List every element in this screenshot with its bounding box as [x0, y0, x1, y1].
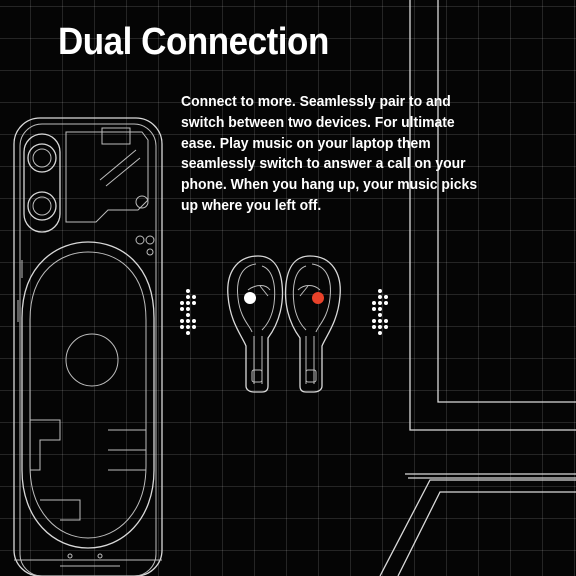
laptop-illustration [379, 0, 576, 576]
bluetooth-icon [180, 289, 196, 335]
right-earbud-indicator [312, 292, 324, 304]
left-earbud-indicator [244, 292, 256, 304]
bluetooth-icon [372, 289, 388, 335]
feature-description: Connect to more. Seamlessly pair to and … [181, 93, 478, 214]
phone-illustration [13, 117, 163, 576]
page-title: Dual Connection [58, 21, 329, 63]
right-earbud [284, 255, 341, 393]
left-earbud [227, 255, 284, 393]
